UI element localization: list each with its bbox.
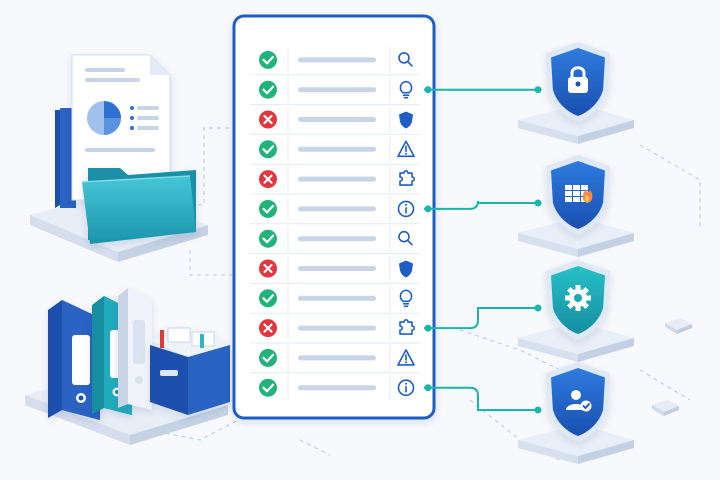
text-placeholder-bar: [298, 206, 376, 212]
connector-dot: [534, 199, 542, 207]
binders-filebox-group: [25, 288, 230, 445]
lightbulb-icon: [399, 289, 413, 308]
text-placeholder-bar: [298, 176, 376, 182]
checklist-row: [250, 282, 420, 312]
connector-line: [424, 307, 540, 330]
security-shield-icon: [546, 42, 610, 122]
connector-line: [424, 200, 540, 210]
connector-dot: [424, 384, 432, 392]
gear-icon: [565, 285, 591, 311]
text-placeholder-bar: [298, 87, 376, 93]
text-placeholder-bar: [298, 385, 376, 391]
checklist-row: [250, 372, 420, 401]
connector-line: [424, 386, 540, 411]
checklist-row: [250, 193, 420, 222]
check-icon: [259, 80, 277, 99]
checklist-row: [250, 163, 420, 192]
padlock-icon: [568, 66, 588, 93]
search-icon: [398, 230, 413, 246]
lightbulb-icon: [399, 80, 413, 99]
checklist-row: [250, 133, 420, 163]
binder-icon: [48, 300, 100, 420]
checklist-row: [250, 104, 420, 133]
connector-dot: [534, 86, 542, 94]
security-shield-icon: [546, 260, 610, 340]
text-placeholder-bar: [298, 57, 376, 63]
checklist-panel: [232, 14, 436, 420]
user-check-icon: [566, 390, 592, 412]
decor-tiles: [652, 318, 692, 416]
puzzle-icon: [399, 319, 416, 335]
document-icon: [71, 54, 171, 201]
info-icon: [397, 200, 415, 218]
info-icon: [397, 379, 415, 397]
check-icon: [259, 348, 277, 367]
checklist-row: [250, 223, 420, 252]
cross-icon: [259, 319, 277, 338]
connector-lines: [424, 86, 542, 414]
text-placeholder-bar: [298, 325, 376, 331]
security-shield-icon: [546, 155, 610, 235]
cross-icon: [259, 110, 277, 129]
checklist-row: [250, 342, 420, 371]
folder-icon: [81, 168, 196, 244]
connector-dot: [534, 304, 542, 312]
connector-dot: [534, 406, 542, 414]
connector-dot: [424, 324, 432, 332]
text-placeholder-bar: [298, 236, 376, 242]
cross-icon: [259, 170, 277, 189]
firewall-icon: [565, 185, 593, 203]
connector-dot: [424, 205, 432, 213]
puzzle-icon: [399, 170, 416, 186]
check-icon: [259, 50, 277, 69]
check-icon: [259, 289, 277, 308]
text-placeholder-bar: [298, 146, 376, 152]
text-placeholder-bar: [298, 295, 376, 301]
text-placeholder-bar: [298, 355, 376, 361]
documents-folder-group: [30, 54, 208, 262]
text-placeholder-bar: [298, 266, 376, 271]
check-icon: [259, 140, 277, 159]
check-icon: [259, 229, 277, 248]
shield-icon: [399, 260, 413, 278]
security-shield-icon: [546, 362, 610, 442]
file-box-icon: [150, 327, 230, 415]
search-icon: [398, 52, 413, 67]
shield-stack: [518, 42, 634, 464]
shield-icon: [399, 111, 413, 129]
cross-icon: [259, 259, 277, 278]
check-icon: [259, 378, 277, 397]
text-placeholder-bar: [298, 117, 376, 122]
warning-icon: [397, 349, 415, 366]
binder-icon: [118, 288, 152, 410]
checklist-row: [250, 312, 420, 341]
checklist-row: [250, 74, 420, 103]
warning-icon: [397, 140, 415, 158]
checklist-row: [250, 253, 420, 282]
checklist-rows: [250, 47, 420, 401]
checklist-row: [259, 47, 413, 73]
check-icon: [259, 199, 277, 218]
connector-dot: [424, 86, 432, 94]
